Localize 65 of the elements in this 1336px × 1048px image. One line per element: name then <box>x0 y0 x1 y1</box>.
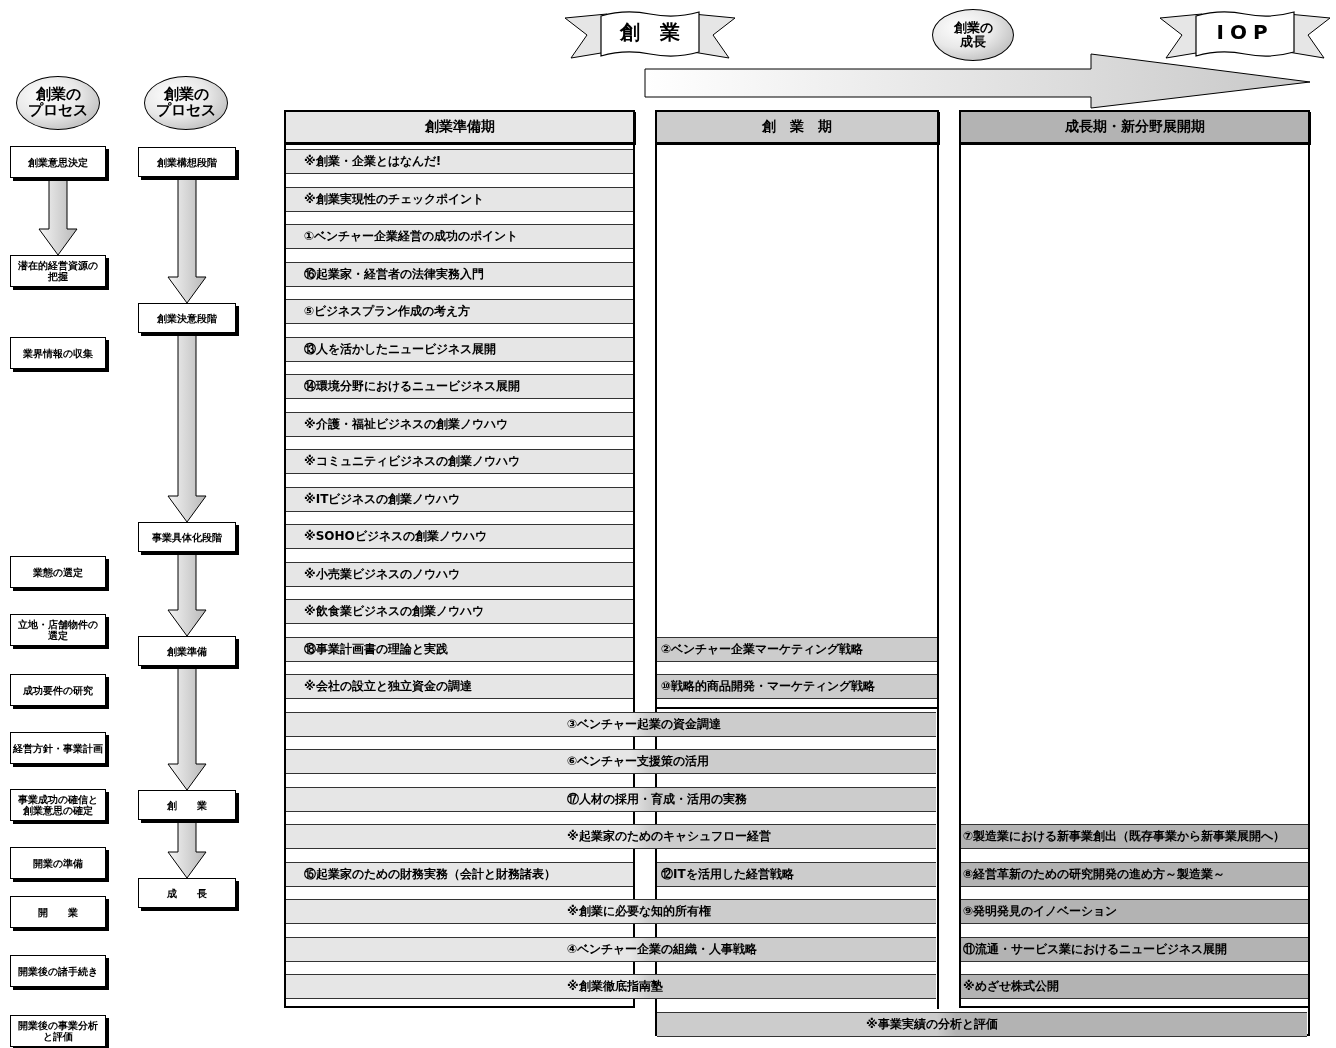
course-bar: ⑭環境分野におけるニュービジネス展開 <box>286 374 633 399</box>
course-bar: ※めざせ株式公開 <box>961 974 1308 999</box>
step-box: 事業具体化段階 <box>138 522 236 552</box>
course-bar: ⑥ベンチャー支援策の活用 <box>286 749 936 774</box>
course-bar: ※飲食業ビジネスの創業ノウハウ <box>286 599 633 624</box>
step-box: 開業の準備 <box>10 847 106 879</box>
course-bar: ⑯起業家・経営者の法律実務入門 <box>286 261 633 287</box>
block-arrow <box>167 177 207 304</box>
column-heading: 成長期・新分野展開期 <box>961 112 1308 145</box>
process-oval: 創業のプロセス <box>144 76 228 130</box>
course-bar: ※事業実績の分析と評価 <box>657 1011 1307 1037</box>
course-bar: ⑨発明発見のイノベーション <box>961 899 1308 924</box>
block-arrow <box>167 333 207 523</box>
course-bar: ③ベンチャー起業の資金調達 <box>286 711 936 737</box>
block-arrow <box>38 178 78 256</box>
course-bar: ※創業・企業とはなんだ! <box>286 149 633 174</box>
process-oval: 創業の成長 <box>932 9 1014 61</box>
column-heading: 創業準備期 <box>286 112 633 145</box>
step-box: 開業後の諸手続き <box>10 955 106 987</box>
column-panel <box>959 110 1310 1008</box>
step-box: 創業決意段階 <box>138 303 236 333</box>
course-bar: ※創業実現性のチェックポイント <box>286 186 633 212</box>
course-bar: ※コミュニティビジネスの創業ノウハウ <box>286 449 633 474</box>
course-bar: ※ITビジネスの創業ノウハウ <box>286 486 633 512</box>
step-box: 創業構想段階 <box>138 147 236 177</box>
block-arrow <box>167 552 207 637</box>
course-bar: ⑰人材の採用・育成・活用の実務 <box>286 786 936 812</box>
course-bar: ⑧経営革新のための研究開発の進め方～製造業～ <box>961 861 1308 887</box>
course-bar: ②ベンチャー企業マーケティング戦略 <box>657 636 937 662</box>
course-bar: ⑱事業計画書の理論と実践 <box>286 636 633 662</box>
course-bar: ※SOHOビジネスの創業ノウハウ <box>286 524 633 549</box>
course-bar: ⑮起業家のための財務実務（会計と財務諸表） <box>286 861 633 887</box>
course-bar: ※創業に必要な知的所有権 <box>286 899 936 924</box>
step-box: 潜在的経営資源の把握 <box>10 255 106 287</box>
block-arrow <box>167 666 207 791</box>
step-box: 事業成功の確信と創業意思の確定 <box>10 789 106 821</box>
column-heading: 創 業 期 <box>657 112 937 145</box>
step-box: 成功要件の研究 <box>10 674 106 706</box>
course-bar: ⑩戦略的商品開発・マーケティング戦略 <box>657 674 937 699</box>
step-box: 開業後の事業分析と評価 <box>10 1015 106 1047</box>
step-box: 成 長 <box>138 878 236 908</box>
step-box: 業界情報の収集 <box>10 337 106 369</box>
step-box: 経営方針・事業計画 <box>10 732 106 764</box>
step-box: 業態の選定 <box>10 556 106 588</box>
course-bar: ⑤ビジネスプラン作成の考え方 <box>286 299 633 324</box>
course-bar: ※起業家のためのキャシュフロー経営 <box>286 824 936 849</box>
step-box: 創 業 <box>138 790 236 820</box>
course-bar: ⑬人を活かしたニュービジネス展開 <box>286 336 633 362</box>
course-bar: ①ベンチャー企業経営の成功のポイント <box>286 224 633 249</box>
step-box: 立地・店舗物件の選定 <box>10 614 106 646</box>
course-bar: ④ベンチャー企業の組織・人事戦略 <box>286 936 936 962</box>
course-bar: ⑫ITを活用した経営戦略 <box>657 861 936 887</box>
process-oval: 創業のプロセス <box>16 76 100 130</box>
course-bar: ⑪流通・サービス業におけるニュービジネス展開 <box>961 936 1308 962</box>
course-bar: ※小売業ビジネスのノウハウ <box>286 561 633 587</box>
course-bar: ※介護・福祉ビジネスの創業ノウハウ <box>286 411 633 437</box>
step-box: 創業意思決定 <box>10 146 106 178</box>
course-bar: ⑦製造業における新事業創出（既存事業から新事業展開へ） <box>961 824 1308 849</box>
course-bar: ※会社の設立と独立資金の調達 <box>286 674 633 699</box>
course-bar: ※創業徹底指南塾 <box>286 974 936 999</box>
block-arrow <box>167 820 207 879</box>
step-box: 開 業 <box>10 896 106 928</box>
block-arrow <box>644 53 1311 109</box>
step-box: 創業準備 <box>138 636 236 666</box>
column-panel <box>655 110 939 709</box>
